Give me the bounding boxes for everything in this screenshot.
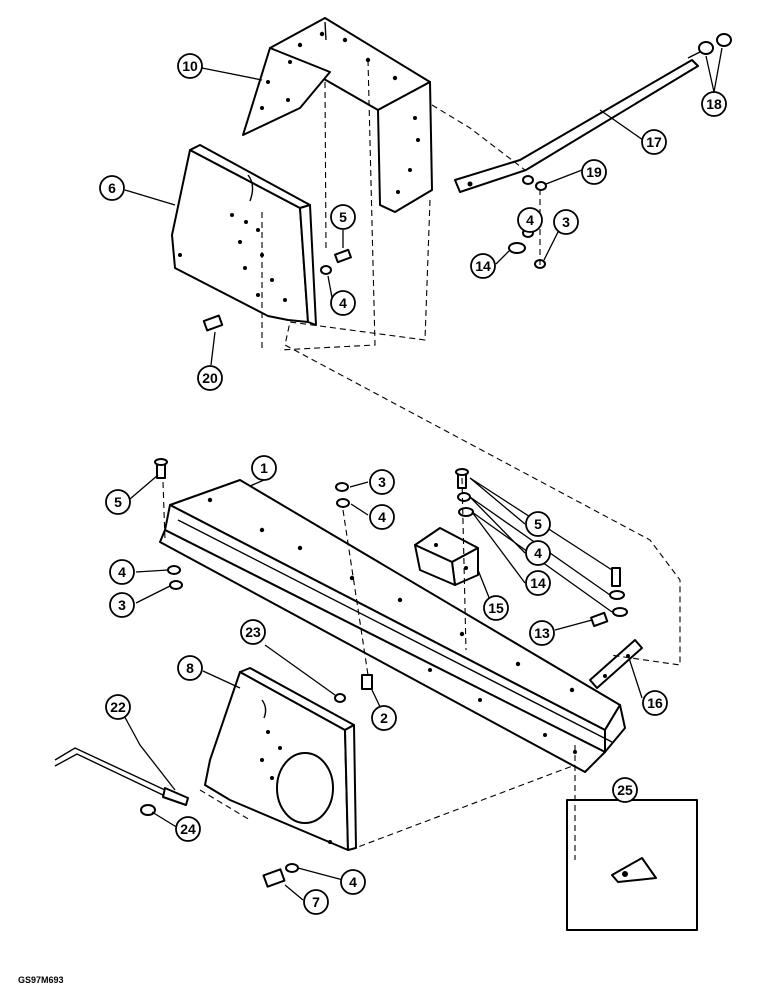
callout-3: 3 xyxy=(109,592,135,618)
svg-text:4: 4 xyxy=(118,564,126,580)
svg-text:25: 25 xyxy=(617,782,633,798)
callout-16: 16 xyxy=(642,690,668,716)
part-18-nuts xyxy=(698,33,732,55)
callout-4: 4 xyxy=(517,207,543,233)
part-22-handle-rod xyxy=(54,747,189,806)
callout-25: 25 xyxy=(612,777,638,803)
callout-14: 14 xyxy=(525,570,551,596)
callout-4: 4 xyxy=(340,869,366,895)
part-6-side-plate xyxy=(171,144,317,326)
svg-text:4: 4 xyxy=(526,212,534,228)
callout-23: 23 xyxy=(240,619,266,645)
part-16-bar-bracket xyxy=(589,639,643,689)
svg-text:24: 24 xyxy=(180,821,196,837)
svg-text:10: 10 xyxy=(182,58,198,74)
svg-text:13: 13 xyxy=(534,625,550,641)
svg-text:3: 3 xyxy=(378,474,386,490)
rod-hardware xyxy=(202,175,547,332)
svg-text:8: 8 xyxy=(186,660,194,676)
callout-2: 2 xyxy=(371,705,397,731)
callout-6: 6 xyxy=(99,175,125,201)
part-8-lower-plate xyxy=(204,667,357,851)
svg-text:1: 1 xyxy=(260,460,268,476)
svg-text:16: 16 xyxy=(647,695,663,711)
svg-text:14: 14 xyxy=(530,575,546,591)
svg-text:23: 23 xyxy=(245,624,261,640)
callout-4: 4 xyxy=(525,540,551,566)
svg-text:17: 17 xyxy=(646,134,662,150)
svg-text:4: 4 xyxy=(534,545,542,561)
svg-text:3: 3 xyxy=(118,597,126,613)
svg-text:5: 5 xyxy=(114,494,122,510)
svg-text:5: 5 xyxy=(339,209,347,225)
part-10-upper-bracket xyxy=(242,17,433,213)
inset-detail-25 xyxy=(566,799,698,931)
callouts: 10 6 5 4 20 17 18 19 4 3 14 1 5 3 4 4 3 … xyxy=(99,53,727,915)
callout-10: 10 xyxy=(177,53,203,79)
callout-3: 3 xyxy=(369,469,395,495)
callout-17: 17 xyxy=(641,129,667,155)
svg-text:7: 7 xyxy=(312,894,320,910)
svg-text:18: 18 xyxy=(706,96,722,112)
callout-4: 4 xyxy=(330,290,356,316)
svg-text:20: 20 xyxy=(202,370,218,386)
callout-5: 5 xyxy=(105,489,131,515)
callout-18: 18 xyxy=(701,91,727,117)
svg-text:22: 22 xyxy=(110,699,126,715)
svg-text:4: 4 xyxy=(339,295,347,311)
callout-14: 14 xyxy=(470,253,496,279)
callout-7: 7 xyxy=(303,889,329,915)
svg-text:4: 4 xyxy=(349,874,357,890)
part-15-angle-bracket xyxy=(414,527,479,586)
callout-19: 19 xyxy=(581,159,607,185)
callout-1: 1 xyxy=(251,455,277,481)
leader-lines xyxy=(120,47,723,901)
svg-text:14: 14 xyxy=(475,258,491,274)
callout-24: 24 xyxy=(175,816,201,842)
callout-4: 4 xyxy=(109,559,135,585)
callout-5: 5 xyxy=(330,204,356,230)
svg-text:5: 5 xyxy=(534,516,542,532)
drawing-code: GS97M693 xyxy=(18,975,64,985)
callout-5: 5 xyxy=(525,511,551,537)
svg-text:4: 4 xyxy=(378,509,386,525)
svg-text:2: 2 xyxy=(380,710,388,726)
callout-20: 20 xyxy=(197,365,223,391)
svg-text:15: 15 xyxy=(488,600,504,616)
callout-22: 22 xyxy=(105,694,131,720)
callout-13: 13 xyxy=(529,620,555,646)
callout-15: 15 xyxy=(483,595,509,621)
svg-text:19: 19 xyxy=(586,164,602,180)
svg-text:3: 3 xyxy=(562,214,570,230)
svg-text:6: 6 xyxy=(108,180,116,196)
part-17-long-rod xyxy=(454,51,701,193)
callout-8: 8 xyxy=(177,655,203,681)
part-1-main-beam xyxy=(159,479,626,773)
callout-3: 3 xyxy=(553,209,579,235)
alignment-lines xyxy=(162,59,681,860)
callout-4: 4 xyxy=(369,504,395,530)
